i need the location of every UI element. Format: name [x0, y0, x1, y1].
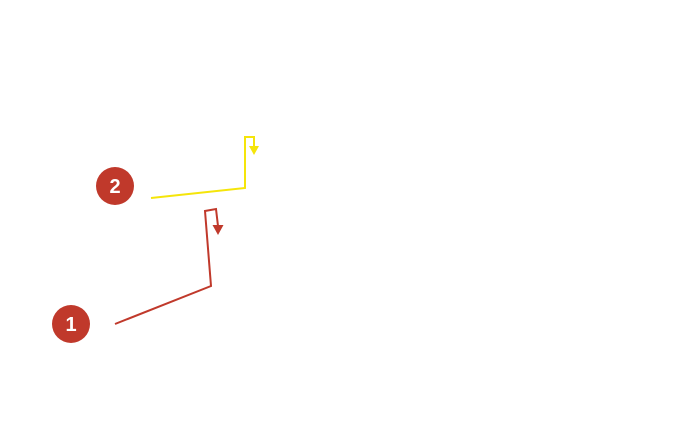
- callout-1-number: 1: [65, 314, 76, 336]
- callout-1-arrowhead: [212, 225, 224, 235]
- callout-1: 1: [52, 207, 224, 343]
- callout-2: 2: [96, 136, 259, 205]
- callout-1-marker: [52, 305, 90, 343]
- callout-2-arrowhead: [249, 146, 259, 155]
- callout-2-number: 2: [109, 176, 120, 198]
- callout-2-marker: [96, 167, 134, 205]
- callout-1-leader-line: [114, 207, 219, 325]
- callout-2-leader-line: [150, 136, 255, 199]
